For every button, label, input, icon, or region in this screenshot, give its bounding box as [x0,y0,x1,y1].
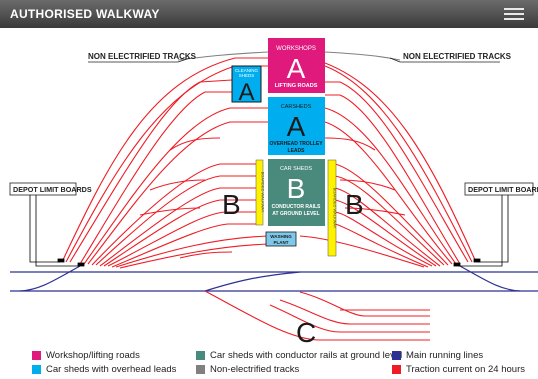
boarded-walkway-left [255,159,264,226]
legend-swatch [196,365,205,374]
depot-limit-markers [29,195,509,267]
traction-tracks [61,57,477,341]
page-title: AUTHORISED WALKWAY [10,7,160,21]
legend-label: Non-electrified tracks [210,364,300,375]
legend-label: Traction current on 24 hours [406,364,525,375]
legend-label: Main running lines [406,350,484,361]
boarded-walkway-right-label: BOARDED WALKWAY [333,188,338,229]
legend-label: Car sheds with overhead leads [46,364,177,375]
header-bar: AUTHORISED WALKWAY [0,0,538,28]
legend-swatch [392,351,401,360]
workshops-letter: A [287,53,306,84]
washing-line-2: PLANT [274,240,289,245]
boarded-walkway-left-label: BOARDED WALKWAY [261,172,266,213]
legend-swatch [32,365,41,374]
carsheds-b-sub-1: CONDUCTOR RAILS [272,204,321,210]
legend: Workshop/lifting roads Car sheds with ov… [0,346,538,379]
workshops-sub: LIFTING ROADS [275,83,318,89]
boarded-walkway-right [327,159,337,257]
carsheds-a-caption: CARSHEDS [281,104,312,110]
carsheds-b-block [268,159,325,226]
carsheds-a-sub-2: LEADS [288,148,306,154]
main-running-lines [10,265,538,292]
depot-diagram: NON ELECTRIFIED TRACKS NON ELECTRIFIED T… [9,38,538,346]
cleaning-sheds-block [231,65,262,103]
non-electrified-label-left: NON ELECTRIFIED TRACKS [88,52,197,61]
legend-label: Workshop/lifting roads [46,350,140,361]
legend-swatch [392,365,401,374]
cleaning-letter: A [238,79,254,106]
depot-limit-label-right: DEPOT LIMIT BOARDS [468,185,538,194]
washing-plant-block [265,231,297,247]
legend-swatch [32,351,41,360]
carsheds-a-block [268,97,325,155]
carsheds-b-letter: B [287,173,306,204]
zone-b-right: B [345,189,364,220]
carsheds-a-sub-1: OVERHEAD TROLLEY [269,141,323,147]
workshops-block [268,38,325,93]
carsheds-a-letter: A [287,111,306,142]
depot-limit-label-left: DEPOT LIMIT BOARDS [13,185,92,194]
carsheds-b-sub-2: AT GROUND LEVEL [272,211,319,217]
non-electrified-label-right: NON ELECTRIFIED TRACKS [403,52,512,61]
legend-label: Car sheds with conductor rails at ground… [210,350,403,361]
cleaning-caption-1: CLEANING [235,68,259,73]
legend-swatch [196,351,205,360]
zone-b-left: B [222,189,241,220]
zone-c: C [296,317,316,346]
depot-limit-box-left [9,182,77,196]
label-leaders [88,57,500,63]
washing-line-1: WASHING [270,234,292,239]
carsheds-b-caption: CAR SHEDS [280,166,312,172]
workshops-caption: WORKSHOPS [276,46,316,52]
depot-limit-box-right [464,182,534,196]
cleaning-caption-2: SHEDS [239,73,255,78]
hamburger-menu-icon[interactable] [504,8,524,22]
